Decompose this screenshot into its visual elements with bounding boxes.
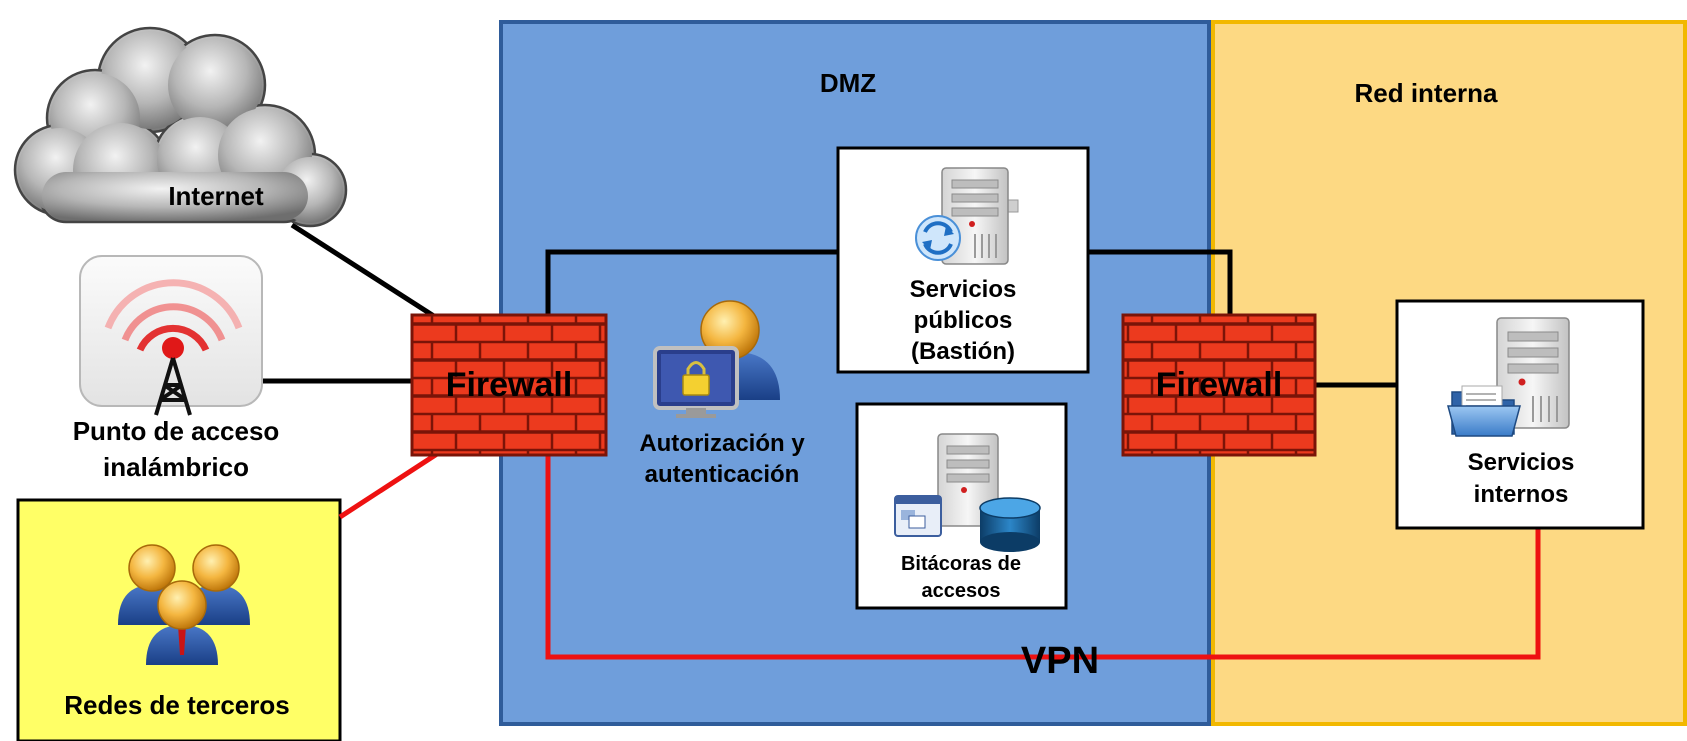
wireless-access-point-label-line1: Punto de acceso — [73, 416, 280, 446]
internet-cloud-icon — [13, 26, 348, 228]
public-services-label-line3: (Bastión) — [911, 338, 1015, 365]
server-folder-icon — [1447, 317, 1570, 437]
link-internet-firewall — [290, 222, 442, 323]
internal-services-label-line2: internos — [1474, 481, 1569, 508]
firewall-left-label: Firewall — [446, 366, 573, 404]
vpn-label: VPN — [1021, 640, 1099, 682]
users-group-icon — [118, 544, 250, 665]
firewall-left-icon — [410, 313, 608, 457]
link-third-party-firewall — [338, 449, 442, 520]
auth-label-line2: autenticación — [645, 461, 800, 488]
server-database-icon — [894, 433, 1041, 552]
wireless-access-point-label-line2: inalámbrico — [103, 452, 249, 482]
server-sync-icon — [915, 167, 1019, 265]
link-bastion-firewall — [1085, 249, 1233, 318]
firewall-right-icon — [1121, 313, 1317, 457]
internal-services-label-line1: Servicios — [1468, 449, 1575, 476]
auth-label-line1: Autorización y — [639, 430, 805, 457]
auth-user-lock-icon — [653, 300, 780, 418]
firewall-right-label: Firewall — [1156, 366, 1283, 404]
access-logs-label-line1: Bitácoras de — [901, 553, 1021, 575]
internal-network-title: Red interna — [1354, 78, 1498, 108]
public-services-label-line2: públicos — [914, 307, 1013, 334]
vpn-link — [545, 455, 1541, 660]
public-services-label-line1: Servicios — [910, 276, 1017, 303]
wireless-tower-icon — [79, 255, 263, 416]
internet-label: Internet — [168, 181, 264, 211]
third-party-networks-label: Redes de terceros — [64, 690, 289, 720]
access-logs-label-line2: accesos — [922, 580, 1001, 602]
link-firewall-bastion — [545, 249, 843, 315]
dmz-title: DMZ — [820, 68, 876, 98]
